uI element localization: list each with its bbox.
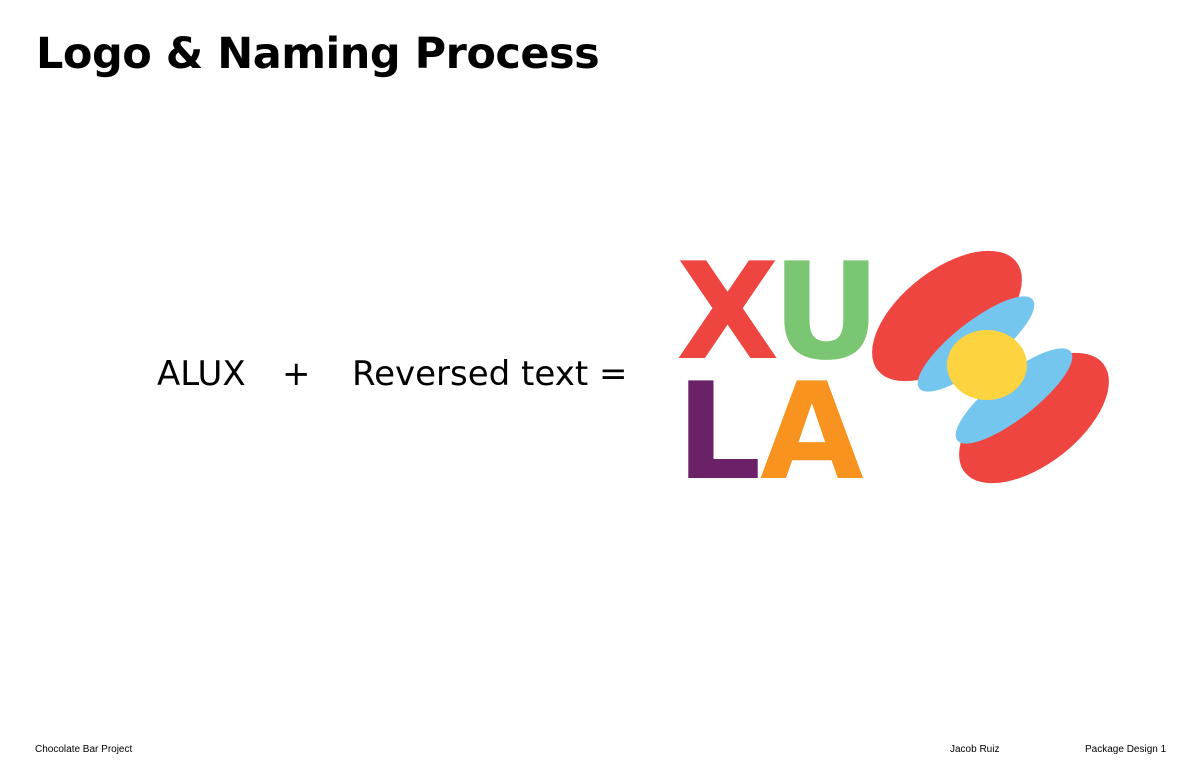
logo-yellow-center [947, 330, 1027, 400]
logo-letter-x: X [676, 234, 780, 390]
logo-letter-u: U [772, 234, 881, 390]
logo-letter-l: L [676, 354, 762, 510]
footer-project-name: Chocolate Bar Project [35, 744, 133, 755]
cacao-pod-logo-icon [872, 250, 1109, 484]
xula-logo-wordmark: X U L A [672, 234, 881, 510]
plus-sign: + [282, 354, 311, 394]
page-title: Logo & Naming Process [36, 29, 600, 79]
source-word: ALUX [157, 354, 246, 394]
footer-course: Package Design 1 [1085, 744, 1167, 755]
logo-letter-a: A [760, 354, 864, 510]
logo-red-shape-bottom [959, 352, 1109, 484]
reversed-text-label: Reversed text = [352, 354, 628, 394]
logo-blue-shape-bottom [955, 348, 1073, 444]
footer-author: Jacob Ruiz [950, 744, 1000, 755]
logo-red-shape-top [872, 250, 1022, 382]
